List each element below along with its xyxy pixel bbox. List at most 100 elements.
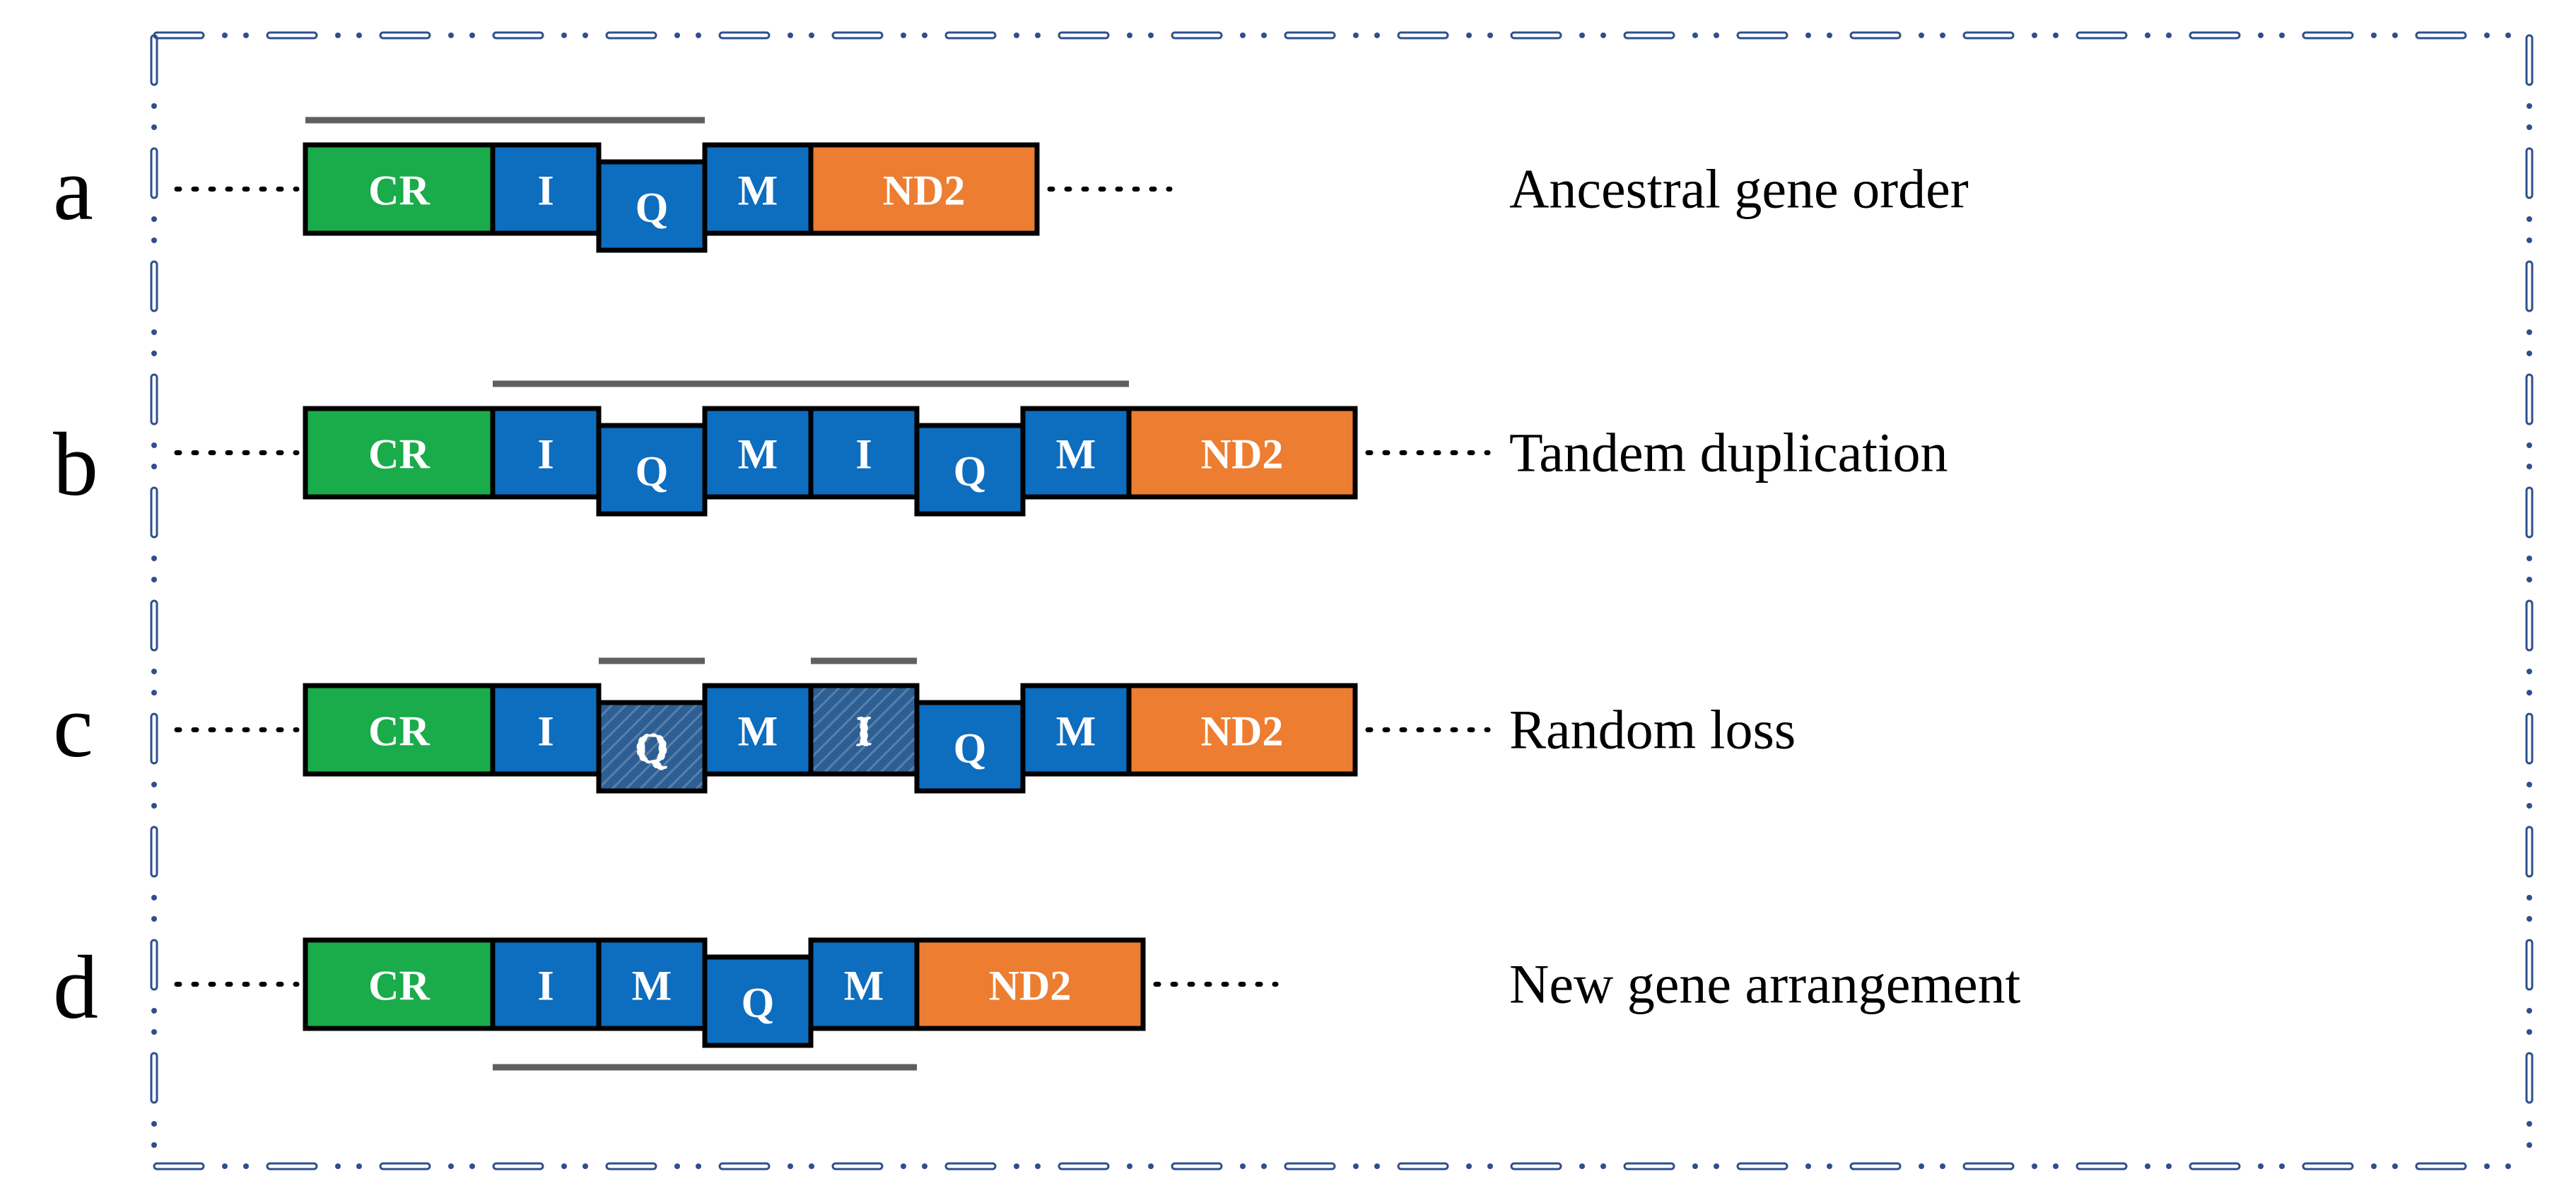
border-dash xyxy=(718,31,771,40)
border-dot xyxy=(2371,33,2377,38)
gene-box-nd2 xyxy=(1126,406,1358,500)
gene-label: Q xyxy=(636,184,669,231)
border-dot xyxy=(901,1163,906,1169)
border-dash xyxy=(944,31,997,40)
border-dot xyxy=(222,1163,228,1169)
gene-box-q xyxy=(914,423,1026,517)
border-dot xyxy=(1487,33,1493,38)
border-dash xyxy=(1736,31,1788,40)
border-dot xyxy=(2258,33,2264,38)
border-dash xyxy=(1962,1162,2015,1170)
border-dot xyxy=(151,216,157,222)
border-dash xyxy=(2415,1162,2467,1170)
border-dot xyxy=(922,33,927,38)
border-dot xyxy=(1579,1163,1585,1169)
border-dot xyxy=(2527,103,2532,109)
border-dash xyxy=(831,31,884,40)
row-letter: d xyxy=(53,937,98,1038)
border-dash xyxy=(492,1162,544,1170)
border-dash xyxy=(150,34,158,86)
border-dot xyxy=(469,1163,475,1169)
gene-label: ND2 xyxy=(1201,431,1284,478)
border-dash xyxy=(2525,34,2534,86)
border-dot xyxy=(151,237,157,243)
border-dot xyxy=(2145,33,2150,38)
border-dot xyxy=(1692,33,1698,38)
row-description: New gene arrangement xyxy=(1509,953,2021,1015)
gene-label: I xyxy=(537,963,554,1009)
border-dash xyxy=(1397,31,1449,40)
border-dot xyxy=(1014,33,1019,38)
border-dot xyxy=(151,351,157,356)
border-dot xyxy=(1035,33,1041,38)
border-dot xyxy=(2527,577,2532,582)
gene-label: I xyxy=(855,708,872,755)
border-dot xyxy=(2505,1163,2511,1169)
border-dot xyxy=(1940,33,1945,38)
border-dash xyxy=(150,486,158,539)
border-dash xyxy=(1058,1162,1110,1170)
border-dot xyxy=(151,103,157,109)
border-dash xyxy=(1623,31,1675,40)
border-dash xyxy=(1171,1162,1223,1170)
gene-label: CR xyxy=(368,963,430,1009)
gene-box-m xyxy=(702,406,814,500)
border-dash xyxy=(1849,31,1902,40)
border-dash xyxy=(266,1162,318,1170)
border-dot xyxy=(1579,33,1585,38)
border-dot xyxy=(1240,1163,1246,1169)
border-dash xyxy=(2302,31,2354,40)
border-dot xyxy=(2392,1163,2398,1169)
border-dot xyxy=(2527,1121,2532,1127)
border-dot xyxy=(1127,33,1132,38)
gene-box-cr xyxy=(303,142,496,236)
border-dash xyxy=(2525,486,2534,539)
border-dash xyxy=(1736,1162,1788,1170)
border-dot xyxy=(674,33,680,38)
border-dot xyxy=(1353,33,1359,38)
border-dot xyxy=(1827,1163,1832,1169)
gene-label: CR xyxy=(368,431,430,478)
border-dash xyxy=(1623,1162,1675,1170)
gene-label: M xyxy=(738,431,778,478)
border-dot xyxy=(561,1163,567,1169)
border-dot xyxy=(2145,1163,2150,1169)
border-dot xyxy=(2527,1029,2532,1035)
border-dash xyxy=(831,1162,884,1170)
border-dot xyxy=(1148,33,1154,38)
border-dot xyxy=(335,1163,341,1169)
border-dash xyxy=(150,599,158,652)
border-dot xyxy=(2527,916,2532,922)
border-dash xyxy=(2525,599,2534,652)
border-dash xyxy=(153,31,205,40)
border-dot xyxy=(151,690,157,696)
border-dot xyxy=(151,669,157,674)
border-dot xyxy=(2392,33,2398,38)
gene-box-m xyxy=(1020,406,1132,500)
border-dash xyxy=(605,31,657,40)
border-dot xyxy=(151,464,157,469)
border-dot xyxy=(2527,556,2532,561)
border-dash xyxy=(1962,31,2015,40)
border-dot xyxy=(2527,669,2532,674)
gene-label: Q xyxy=(954,448,987,495)
gene-label: CR xyxy=(368,168,430,214)
border-dot xyxy=(2371,1163,2377,1169)
border-dot xyxy=(151,782,157,787)
gene-box-q xyxy=(596,159,708,253)
border-dot xyxy=(1261,1163,1267,1169)
border-dot xyxy=(2166,33,2172,38)
border-dot xyxy=(2527,1008,2532,1014)
border-dot xyxy=(1466,33,1472,38)
gene-box-i xyxy=(490,683,602,777)
border-dot xyxy=(1805,1163,1811,1169)
border-dot xyxy=(1692,1163,1698,1169)
border-dot xyxy=(356,33,362,38)
border-dot xyxy=(2527,351,2532,356)
border-dash xyxy=(150,712,158,765)
gene-label: CR xyxy=(368,708,430,755)
